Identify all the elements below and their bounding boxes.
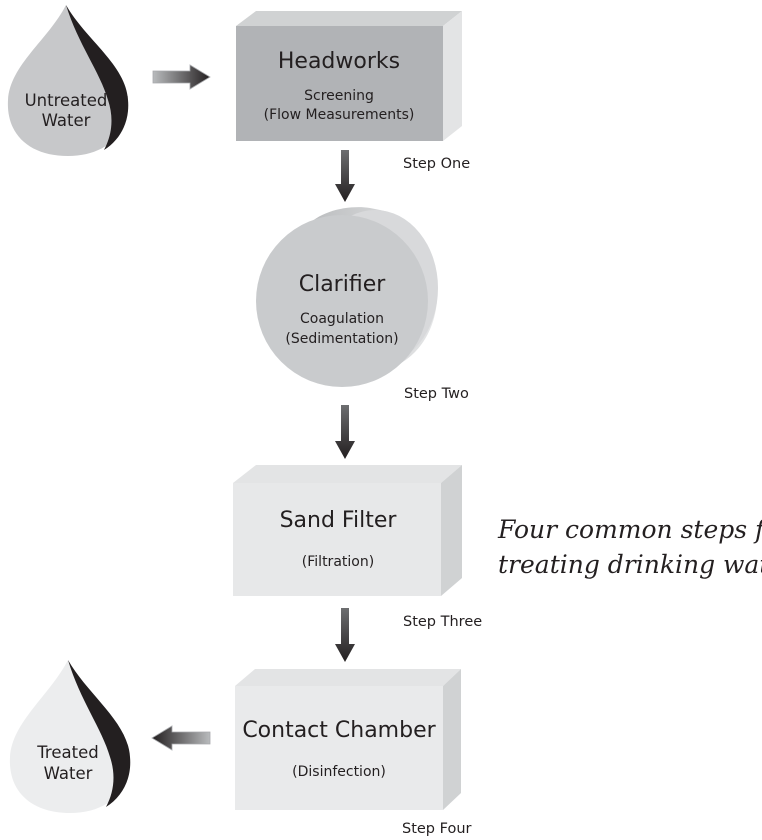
contact-chamber-front-face [235,686,443,810]
caption-line2: treating drinking water [498,550,762,579]
clarifier-subtitle: Coagulation [300,311,384,327]
headworks-top-face [236,11,462,26]
sand-filter-title: Sand Filter [280,508,398,533]
untreated-drop-edge [66,5,129,150]
step-three-label: Step Three [403,614,482,630]
untreated-drop-body [7,5,129,156]
sand-filter-top-face [233,465,462,483]
untreated-water-drop: Untreated Water [7,5,129,156]
untreated-label-line2: Water [42,111,91,130]
sand-filter-subtitle: (Filtration) [302,554,374,570]
step-four-label: Step Four [402,821,472,837]
arrow-to-clarifier [335,150,355,202]
step-one-label: Step One [403,156,470,172]
treated-label-line1: Treated [36,743,98,762]
headworks-subtitle: Screening [304,88,374,104]
arrow-to-treated-water [151,725,211,751]
arrow-to-contact-chamber [335,608,355,662]
step-two-label: Step Two [404,386,469,402]
clarifier-front-face [256,215,428,387]
sand-filter-front-face [233,483,441,596]
headworks-subtitle-2: (Flow Measurements) [264,107,415,123]
contact-chamber-top-face [235,669,461,686]
contact-chamber-box: Contact Chamber (Disinfection) [235,669,461,810]
contact-chamber-subtitle: (Disinfection) [292,764,386,780]
headworks-side-face [443,11,462,141]
headworks-title: Headworks [278,49,400,74]
clarifier-subtitle-2: (Sedimentation) [285,331,398,347]
clarifier-cylinder: Clarifier Coagulation (Sedimentation) [256,207,438,387]
treated-water-drop: Treated Water [9,660,131,813]
treated-drop-edge [68,660,131,807]
arrow-to-sand-filter [335,405,355,459]
sand-filter-box: Sand Filter (Filtration) [233,465,462,596]
headworks-box: Headworks Screening (Flow Measurements) [236,11,462,141]
sand-filter-side-face [441,465,462,596]
caption-line1: Four common steps for [497,515,762,544]
arrow-to-headworks [152,64,211,90]
untreated-label-line1: Untreated [25,91,108,110]
treated-drop-body [9,660,131,813]
contact-chamber-side-face [443,669,461,810]
treated-label-line2: Water [44,764,93,783]
clarifier-title: Clarifier [299,272,387,297]
headworks-front-face [236,26,443,141]
contact-chamber-title: Contact Chamber [242,718,436,743]
